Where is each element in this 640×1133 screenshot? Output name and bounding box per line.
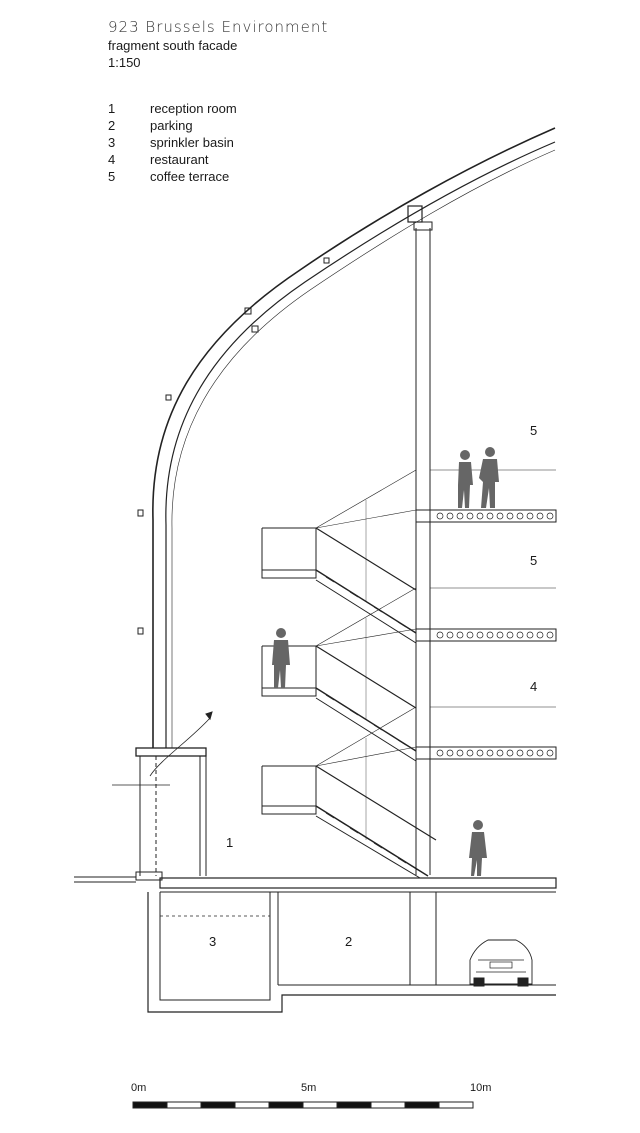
room-label-parking: 2: [345, 934, 352, 949]
room-label-coffee-terrace-upper: 5: [530, 423, 537, 438]
legend-item: 4 restaurant: [108, 152, 237, 169]
floor-slab-level1: [415, 706, 557, 760]
legend-label: sprinkler basin: [150, 135, 234, 150]
scale-label-5m: 5m: [301, 1082, 316, 1094]
person-figure: [458, 450, 473, 508]
drawing-scale: 1:150: [108, 55, 141, 70]
legend-number: 3: [108, 135, 116, 150]
drawing-title: 923 Brussels Environment: [108, 18, 329, 36]
legend-number: 2: [108, 118, 116, 133]
legend-item: 2 parking: [108, 118, 237, 135]
legend-label: reception room: [150, 101, 237, 116]
legend-number: 5: [108, 169, 116, 184]
steel-column: [413, 221, 433, 875]
legend-label: parking: [150, 118, 193, 133]
basement-structure: [147, 892, 556, 1013]
scale-label-10m: 10m: [470, 1082, 491, 1094]
legend-item: 5 coffee terrace: [108, 169, 237, 186]
car-silhouette: [469, 939, 533, 987]
person-figure: [479, 447, 499, 508]
floor-slab-level2: [415, 587, 557, 642]
stair-flight-lower: [261, 706, 437, 879]
curved-facade-shell: [137, 127, 556, 748]
legend: 1 reception room 2 parking 3 sprinkler b…: [108, 101, 237, 186]
legend-label: coffee terrace: [150, 169, 230, 184]
entrance-glazing: [112, 711, 213, 881]
legend-number: 1: [108, 101, 116, 116]
legend-number: 4: [108, 152, 116, 167]
person-figure: [272, 628, 290, 688]
legend-label: restaurant: [150, 152, 209, 167]
room-label-restaurant: 4: [530, 679, 537, 694]
legend-item: 1 reception room: [108, 101, 237, 118]
legend-item: 3 sprinkler basin: [108, 135, 237, 152]
ground-floor-slab: [74, 876, 557, 893]
stair-flight-upper: [261, 469, 417, 644]
drawing-subtitle: fragment south facade: [108, 38, 238, 53]
stair-flight-middle: [261, 587, 417, 762]
room-label-coffee-terrace-lower: 5: [530, 553, 537, 568]
person-figure: [469, 820, 487, 876]
scale-bar: [132, 1101, 474, 1109]
room-label-sprinkler-basin: 3: [209, 934, 216, 949]
scale-label-0m: 0m: [131, 1082, 146, 1094]
room-label-reception-room: 1: [226, 835, 233, 850]
